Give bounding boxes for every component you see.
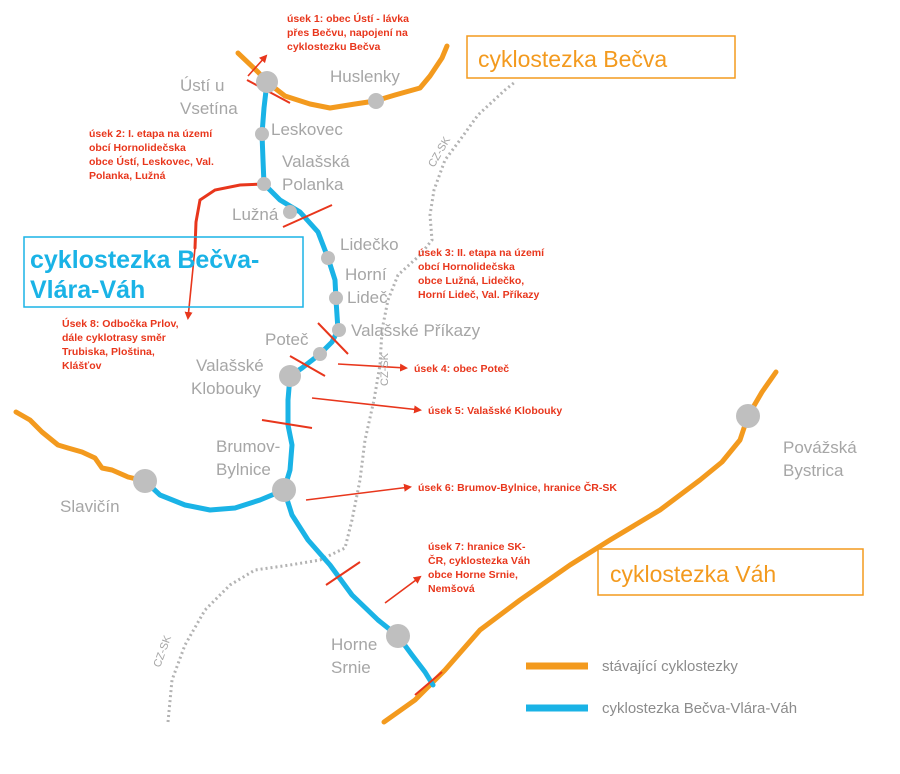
town-label-povazska-2: Bystrica bbox=[783, 461, 844, 480]
note-s7: úsek 7: hranice SK- ČR, cyklostezka Váh … bbox=[428, 541, 530, 595]
arrow-s7 bbox=[384, 575, 422, 604]
svg-text:úsek 3: II. etapa na území: úsek 3: II. etapa na území bbox=[418, 247, 545, 259]
svg-text:úsek 1: obec Ústí - lávka: úsek 1: obec Ústí - lávka bbox=[287, 12, 409, 25]
note-s2: úsek 2: I. etapa na území obcí Hornolide… bbox=[89, 128, 214, 182]
town-label-srnie-1: Horne bbox=[331, 635, 377, 654]
legend: stávající cyklostezky cyklostezka Bečva-… bbox=[526, 658, 797, 717]
svg-text:obce Ústí, Leskovec, Val.: obce Ústí, Leskovec, Val. bbox=[89, 155, 214, 168]
svg-text:Horní Lideč, Val. Příkazy: Horní Lideč, Val. Příkazy bbox=[418, 289, 540, 301]
town-dot-povazska bbox=[736, 404, 760, 428]
town-dot-horni-lidec bbox=[329, 291, 343, 305]
note-s6: úsek 6: Brumov-Bylnice, hranice ČR-SK bbox=[418, 481, 617, 494]
svg-text:dále cyklotrasy směr: dále cyklotrasy směr bbox=[62, 332, 166, 344]
town-label-luzna: Lužná bbox=[232, 205, 279, 224]
note-s4: úsek 4: obec Poteč bbox=[414, 363, 509, 375]
border-line-north bbox=[166, 80, 516, 723]
note-s5: úsek 5: Valašské Klobouky bbox=[428, 405, 562, 417]
town-dots bbox=[133, 71, 760, 648]
note-s8: Úsek 8: Odbočka Prlov, dále cyklotrasy s… bbox=[62, 317, 179, 372]
town-dot-lidecko bbox=[321, 251, 335, 265]
town-label-leskovec: Leskovec bbox=[271, 120, 343, 139]
town-dot-huslenky bbox=[368, 93, 384, 109]
svg-text:úsek 7: hranice SK-: úsek 7: hranice SK- bbox=[428, 541, 526, 553]
arrow-s5 bbox=[311, 397, 422, 414]
border-label-mid: CZ-SK bbox=[379, 352, 391, 386]
svg-text:Nemšová: Nemšová bbox=[428, 583, 475, 595]
arrow-s1 bbox=[247, 54, 268, 77]
arrow-s4 bbox=[337, 363, 408, 372]
town-label-huslenky: Huslenky bbox=[330, 67, 400, 86]
svg-text:Polanka, Lužná: Polanka, Lužná bbox=[89, 170, 166, 182]
svg-text:Trubiska, Ploština,: Trubiska, Ploština, bbox=[62, 346, 155, 358]
section-arrows bbox=[184, 54, 422, 604]
section-dividers bbox=[246, 79, 443, 696]
town-label-srnie-2: Srnie bbox=[331, 658, 371, 677]
bvv-box-label-1: cyklostezka Bečva- bbox=[30, 246, 259, 274]
svg-text:Klášťov: Klášťov bbox=[62, 360, 102, 372]
town-label-lidecko: Lidečko bbox=[340, 235, 399, 254]
vah-box bbox=[597, 548, 864, 596]
note-s1: úsek 1: obec Ústí - lávka přes Bečvu, na… bbox=[287, 12, 409, 53]
svg-text:přes Bečvu, napojení na: přes Bečvu, napojení na bbox=[287, 27, 408, 39]
town-label-horni-2: Lideč bbox=[347, 288, 388, 307]
town-label-usti-2: Vsetína bbox=[180, 99, 238, 118]
slavicin-branch bbox=[142, 478, 287, 513]
svg-text:obce Lužná, Lidečko,: obce Lužná, Lidečko, bbox=[418, 275, 524, 287]
svg-text:obcí Hornolidečska: obcí Hornolidečska bbox=[89, 142, 186, 154]
town-dot-brumov bbox=[272, 478, 296, 502]
vah-box-label: cyklostezka Váh bbox=[610, 561, 776, 587]
svg-text:Úsek 8: Odbočka Prlov,: Úsek 8: Odbočka Prlov, bbox=[62, 317, 179, 330]
town-label-potec: Poteč bbox=[265, 330, 309, 349]
town-dot-potec bbox=[313, 347, 327, 361]
svg-text:obcí Hornolidečska: obcí Hornolidečska bbox=[418, 261, 515, 273]
town-dot-leskovec bbox=[255, 127, 269, 141]
note-s3: úsek 3: II. etapa na území obcí Hornolid… bbox=[418, 247, 545, 301]
becva-box bbox=[466, 35, 736, 79]
town-label-brumov-1: Brumov- bbox=[216, 437, 280, 456]
town-dot-klobouky bbox=[279, 365, 301, 387]
legend-label-existing: stávající cyklostezky bbox=[602, 658, 738, 675]
town-dot-slavicin bbox=[133, 469, 157, 493]
border-label-bottom: CZ-SK bbox=[152, 633, 175, 669]
town-label-klobouky-1: Valašské bbox=[196, 356, 264, 375]
svg-text:obce Horne Srnie,: obce Horne Srnie, bbox=[428, 569, 518, 581]
prlov-branch bbox=[193, 182, 266, 250]
legend-label-route: cyklostezka Bečva-Vlára-Váh bbox=[602, 700, 797, 717]
slavicin-cycle-path bbox=[13, 409, 148, 484]
town-label-horni-1: Horní bbox=[345, 265, 387, 284]
border-label-top: CZ-SK bbox=[426, 134, 453, 169]
town-label-slavicin: Slavičín bbox=[60, 497, 120, 516]
svg-text:cyklostezku Bečva: cyklostezku Bečva bbox=[287, 41, 381, 53]
town-dot-prikazy bbox=[332, 323, 346, 337]
arrow-s6 bbox=[305, 483, 412, 501]
town-label-brumov-2: Bylnice bbox=[216, 460, 271, 479]
becva-box-label: cyklostezka Bečva bbox=[478, 46, 667, 72]
town-dot-usti bbox=[256, 71, 278, 93]
town-dot-srnie bbox=[386, 624, 410, 648]
town-label-usti-1: Ústí u bbox=[180, 76, 224, 95]
town-label-povazska-1: Povážská bbox=[783, 438, 857, 457]
svg-text:úsek 2: I. etapa na území: úsek 2: I. etapa na území bbox=[89, 128, 213, 140]
town-dot-polanka bbox=[257, 177, 271, 191]
town-label-polanka-1: Valašská bbox=[282, 152, 350, 171]
town-label-prikazy: Valašské Příkazy bbox=[351, 321, 481, 340]
bvv-box bbox=[23, 236, 304, 308]
town-dot-luzna bbox=[283, 205, 297, 219]
town-label-klobouky-2: Klobouky bbox=[191, 379, 261, 398]
bvv-box-label-2: Vlára-Váh bbox=[30, 276, 145, 304]
town-label-polanka-2: Polanka bbox=[282, 175, 344, 194]
svg-text:ČR, cyklostezka Váh: ČR, cyklostezka Váh bbox=[428, 554, 530, 567]
